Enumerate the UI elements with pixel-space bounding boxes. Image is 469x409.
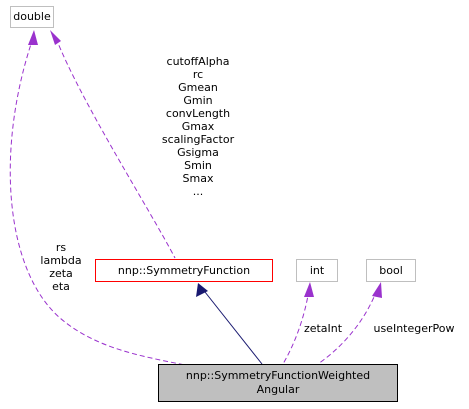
edge-label-line: Smin — [184, 159, 212, 172]
edge-arrowhead — [372, 282, 382, 298]
node-int-label: int — [309, 263, 325, 277]
edge-label-line: Smax — [182, 172, 214, 185]
edge-label-line: zeta — [49, 267, 73, 280]
edge-label-line: Gmin — [183, 94, 213, 107]
edge-label-line: scalingFactor — [161, 133, 235, 146]
edge-int-to-main — [282, 289, 310, 365]
edge-label-line: lambda — [40, 254, 82, 267]
edge-arrowhead — [50, 30, 61, 45]
node-symmetry-function-weighted-angular[interactable]: nnp::SymmetryFunctionWeighted Angular — [158, 364, 398, 402]
node-bool-label: bool — [379, 263, 403, 277]
edge-label-bool-to-main: useIntegerPow — [362, 322, 466, 335]
edge-arrowhead — [28, 30, 38, 45]
edge-bool-to-main — [317, 289, 378, 365]
node-bool[interactable]: bool — [366, 259, 416, 282]
edge-label-int-to-main: zetaInt — [295, 322, 351, 335]
edge-label-line: ... — [192, 185, 204, 198]
edge-arrowhead — [304, 282, 314, 297]
edge-label-line: Gmax — [181, 120, 215, 133]
node-double[interactable]: double — [10, 6, 54, 28]
edge-label-line: convLength — [165, 107, 231, 120]
edge-label-line: cutoffAlpha — [166, 55, 230, 68]
edge-double-to-main — [9, 37, 186, 366]
edge-label-line: rc — [192, 68, 204, 81]
edge-double-to-symmetryfunction — [55, 37, 176, 259]
edge-label-line: zetaInt — [303, 322, 343, 335]
edge-label-line: Gsigma — [177, 146, 219, 159]
node-double-label: double — [13, 10, 51, 23]
edge-label-line: rs — [55, 241, 67, 254]
edge-label-double-to-main: rs lambda zeta eta — [28, 241, 94, 293]
edge-label-line: useIntegerPow — [373, 322, 455, 335]
node-symmetry-function-label: nnp::SymmetryFunction — [117, 263, 251, 277]
edge-label-line: eta — [52, 280, 70, 293]
node-main-label-line1: nnp::SymmetryFunctionWeighted — [185, 369, 371, 382]
node-int[interactable]: int — [296, 259, 338, 282]
edge-inheritance — [204, 291, 263, 365]
inheritance-arrowhead — [196, 283, 208, 297]
node-main-label-line2: Angular — [256, 383, 300, 396]
edge-label-line: Gmean — [178, 81, 218, 94]
node-symmetry-function[interactable]: nnp::SymmetryFunction — [95, 259, 273, 282]
edge-label-double-to-symmetryfunction: cutoffAlpha rc Gmean Gmin convLength Gma… — [138, 55, 258, 198]
